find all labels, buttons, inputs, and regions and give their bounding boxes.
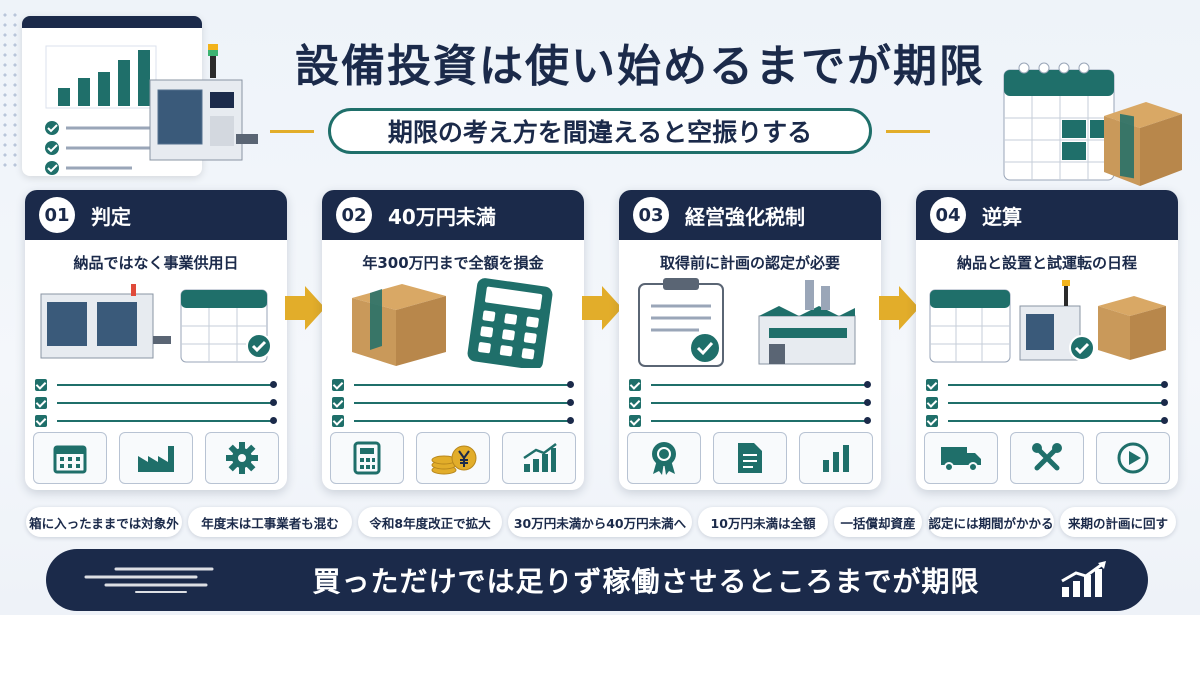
- checklist: [332, 376, 574, 430]
- chart-icon: [45, 45, 157, 175]
- gear-icon: [205, 432, 279, 484]
- step-card-3: 03 経営強化税制 取得前に計画の認定が必要: [619, 190, 881, 490]
- conclusion-banner: 買っただけでは足りず稼働させるところまでが期限: [46, 549, 1148, 611]
- check-icon: [926, 397, 938, 409]
- machine-icon: [149, 44, 258, 161]
- infographic-canvas: 設備投資は使い始めるまでが期限 期限の考え方を間違えると空振りする 01 判定 …: [0, 0, 1200, 615]
- clipboard-factory-illustration: [638, 278, 856, 367]
- dot-pattern: [0, 10, 20, 170]
- growth-chart-icon: [1061, 561, 1106, 597]
- step-description: 取得前に計画の認定が必要: [659, 254, 840, 272]
- step-card-4: 04 逆算 納品と設置と試運転の日程: [916, 190, 1178, 490]
- yen-coins-icon: [416, 432, 490, 484]
- step-title: 経営強化税制: [685, 204, 805, 229]
- icon-row: [627, 432, 873, 484]
- subtitle-accent-left: [270, 130, 314, 133]
- check-icon: [35, 397, 47, 409]
- check-icon: [35, 379, 47, 391]
- step-title: 逆算: [982, 204, 1022, 229]
- arrow-right-icon: [879, 286, 919, 330]
- bottom-margin: [0, 615, 1200, 675]
- check-icon: [926, 415, 938, 427]
- checklist: [35, 376, 277, 430]
- checklist: [629, 376, 871, 430]
- tag-pill: 箱に入ったままでは対象外: [26, 507, 182, 537]
- subtitle-group: 期限の考え方を間違えると空振りする: [270, 108, 930, 154]
- check-icon: [332, 397, 344, 409]
- step-number: 03: [633, 197, 669, 233]
- check-icon: [629, 397, 641, 409]
- document-icon: [713, 432, 787, 484]
- speed-lines-icon: [84, 567, 214, 593]
- step-description: 納品と設置と試運転の日程: [956, 254, 1137, 272]
- subtitle-accent-right: [886, 130, 930, 133]
- play-icon: [1096, 432, 1170, 484]
- step-description: 納品ではなく事業供用日: [73, 254, 239, 272]
- icon-row: [33, 432, 279, 484]
- tag-pill: 一括償却資産: [834, 507, 922, 537]
- step-number: 04: [930, 197, 966, 233]
- page-title: 設備投資は使い始めるまでが期限: [295, 41, 985, 92]
- award-badge-icon: [627, 432, 701, 484]
- growth-chart-icon: [502, 432, 576, 484]
- conclusion-text: 買っただけでは足りず稼働させるところまでが期限: [312, 565, 980, 598]
- tools-icon: [1010, 432, 1084, 484]
- step-title: 判定: [91, 204, 131, 229]
- check-icon: [629, 415, 641, 427]
- step-title: 40万円未満: [388, 204, 496, 229]
- bar-chart-icon: [799, 432, 873, 484]
- check-icon: [629, 379, 641, 391]
- machine-calendar-illustration: [40, 284, 272, 363]
- icon-row: [330, 432, 576, 484]
- arrow-right-icon: [582, 286, 622, 330]
- tag-pill: 認定には期間がかかる: [928, 507, 1054, 537]
- step-card-header: 03 経営強化税制: [619, 190, 881, 240]
- step-description: 年300万円まで全額を損金: [362, 254, 544, 272]
- step-card-header: 04 逆算: [916, 190, 1178, 240]
- check-icon: [35, 415, 47, 427]
- subtitle: 期限の考え方を間違えると空振りする: [328, 108, 872, 154]
- tag-pill: 10万円未満は全額: [698, 507, 828, 537]
- box-calculator-illustration: [352, 278, 553, 368]
- step-card-header: 01 判定: [25, 190, 287, 240]
- cardboard-box-icon: [1104, 102, 1182, 186]
- step-card-2: 02 40万円未満 年300万円まで全額を損金: [322, 190, 584, 490]
- icon-row: [924, 432, 1170, 484]
- step-number: 01: [39, 197, 75, 233]
- calendar-machine-box-illustration: [929, 280, 1166, 363]
- arrow-right-icon: [285, 286, 325, 330]
- check-icon: [332, 415, 344, 427]
- tag-pill: 年度末は工事業者も混む: [188, 507, 352, 537]
- truck-icon: [924, 432, 998, 484]
- tag-pill: 令和8年度改正で拡大: [358, 507, 502, 537]
- step-card-header: 02 40万円未満: [322, 190, 584, 240]
- calculator-icon: [330, 432, 404, 484]
- tag-pill: 30万円未満から40万円未満へ: [508, 507, 692, 537]
- check-icon: [332, 379, 344, 391]
- factory-icon: [119, 432, 193, 484]
- tag-pill: 来期の計画に回す: [1060, 507, 1176, 537]
- calendar-icon: [33, 432, 107, 484]
- check-icon: [926, 379, 938, 391]
- checklist: [926, 376, 1168, 430]
- step-card-1: 01 判定 納品ではなく事業供用日: [25, 190, 287, 490]
- calendar-icon: [1003, 62, 1115, 181]
- step-number: 02: [336, 197, 372, 233]
